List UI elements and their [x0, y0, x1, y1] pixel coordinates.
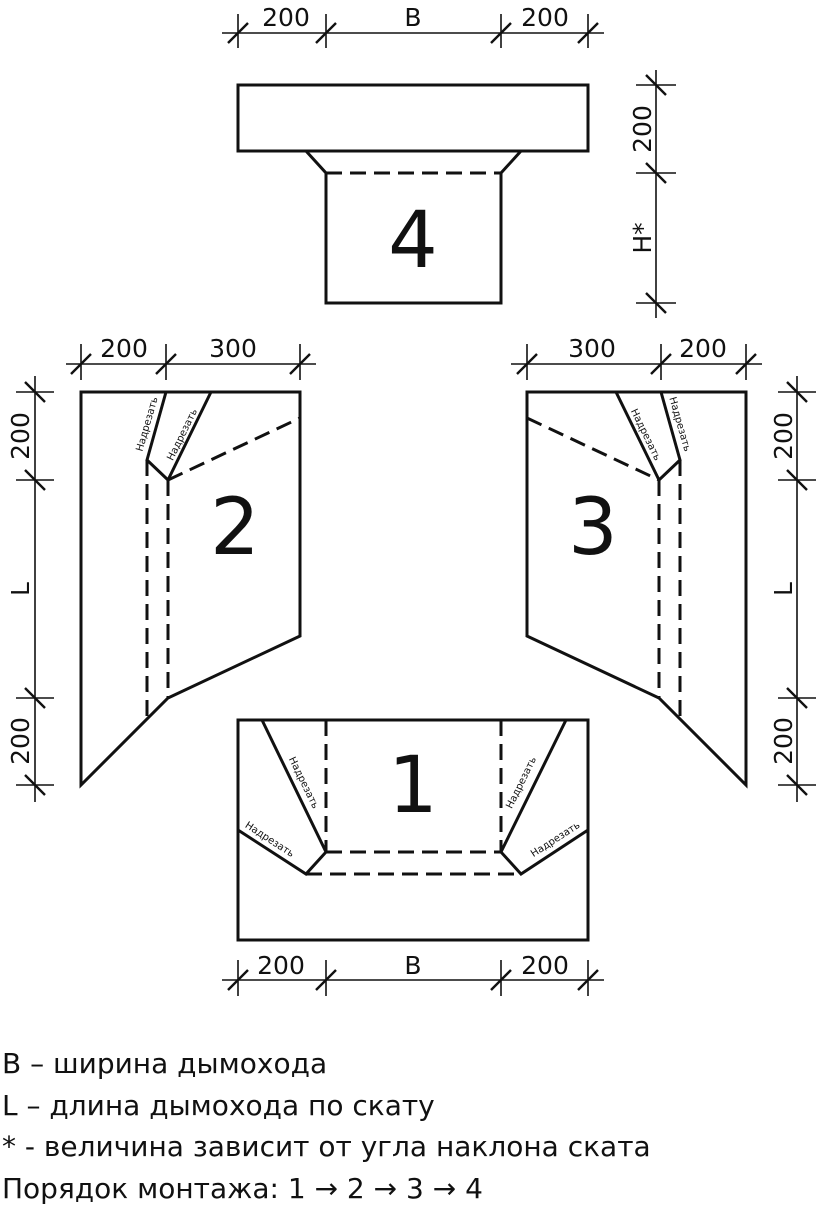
dim-right-lower: 200: [769, 717, 798, 765]
piece-2-number: 2: [210, 483, 260, 573]
piece-2-outline: [81, 392, 300, 785]
dim-right-upper: 200: [769, 412, 798, 460]
piece-4-top-band: [238, 85, 588, 151]
flashing-assembly-drawing: 200 B 200 200 B 200 200 H* 200 300 300 2…: [0, 0, 832, 1040]
dim-piece4-lower: H*: [628, 222, 657, 253]
dim-left-lower: 200: [6, 717, 35, 765]
legend-l: L – длина дымохода по скату: [0, 1085, 832, 1127]
dim-left-upper: 200: [6, 412, 35, 460]
legend-asterisk: * - величина зависит от угла наклона ска…: [0, 1126, 832, 1168]
dim-bottom-left: 200: [257, 951, 305, 980]
legend-b: B – ширина дымохода: [0, 1043, 832, 1085]
legend: B – ширина дымохода L – длина дымохода п…: [0, 1043, 832, 1209]
dim-left-mid: L: [6, 582, 35, 596]
piece-4-number: 4: [388, 196, 438, 286]
piece-3-outline: [527, 392, 746, 785]
cut-label-p2-b: Надрезать: [165, 407, 200, 462]
dim-piece2-left: 200: [100, 334, 148, 363]
dim-piece3-left: 300: [568, 334, 616, 363]
dim-bottom-mid: B: [404, 951, 421, 980]
dim-bottom-right: 200: [521, 951, 569, 980]
dim-piece4-upper: 200: [628, 105, 657, 153]
dim-piece2-right: 300: [209, 334, 257, 363]
dim-piece3-right: 200: [679, 334, 727, 363]
piece-3: [527, 392, 746, 785]
dim-right-mid: L: [769, 582, 798, 596]
piece-2: [81, 392, 300, 785]
piece-3-number: 3: [568, 483, 618, 573]
dim-top-mid: B: [404, 3, 421, 32]
dim-top-left: 200: [262, 3, 310, 32]
piece-1-number: 1: [388, 741, 438, 831]
dim-top-right: 200: [521, 3, 569, 32]
